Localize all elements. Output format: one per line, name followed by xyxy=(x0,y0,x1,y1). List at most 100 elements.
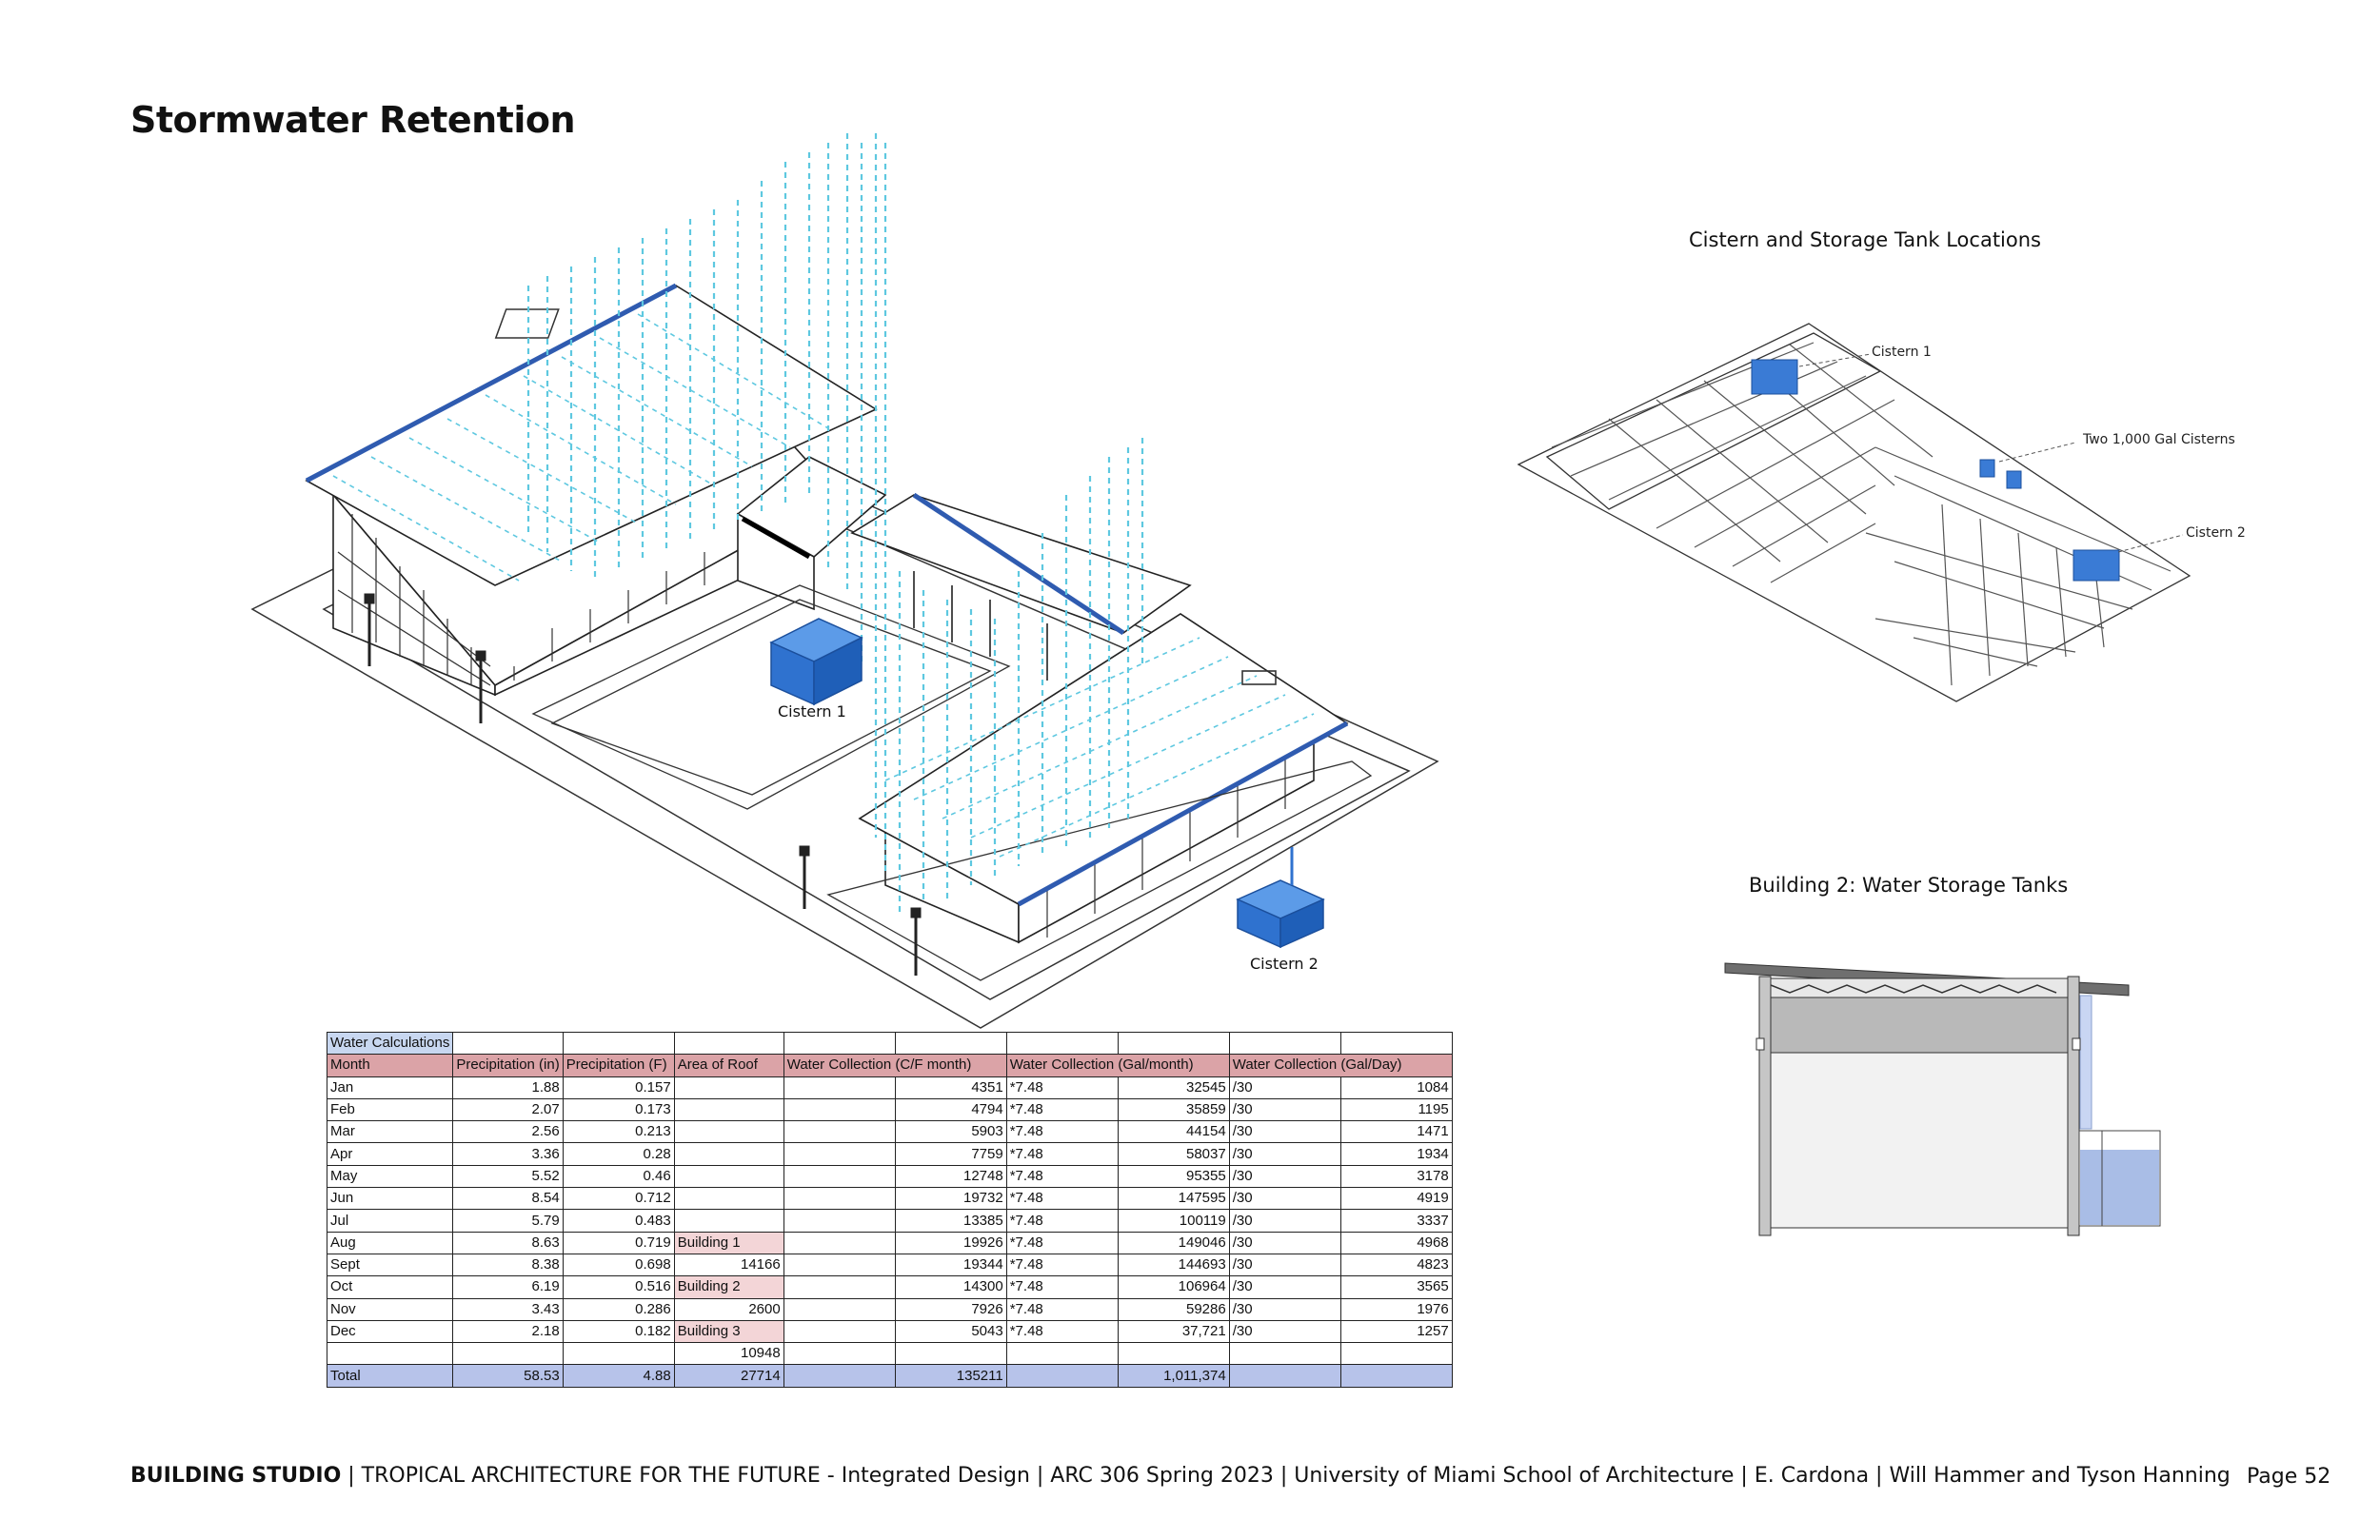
table-cell xyxy=(562,1342,675,1366)
table-cell: 1934 xyxy=(1339,1142,1453,1166)
table-cell: Sept xyxy=(326,1253,454,1277)
table-cell: 1471 xyxy=(1339,1120,1453,1144)
table-cell xyxy=(783,1209,896,1233)
table-cell: Jul xyxy=(326,1209,454,1233)
table-cell: /30 xyxy=(1228,1187,1341,1211)
table-cell xyxy=(783,1319,896,1344)
table-cell: May xyxy=(326,1164,454,1189)
table-cell: 2.18 xyxy=(452,1319,564,1344)
header-cell: Precipitation (F) xyxy=(562,1054,675,1077)
table-header-row: Month Precipitation (in) Precipitation (… xyxy=(326,1054,1453,1077)
footer-course-info: | TROPICAL ARCHITECTURE FOR THE FUTURE -… xyxy=(341,1464,2231,1488)
total-cell xyxy=(783,1364,896,1388)
table-cell xyxy=(783,1297,896,1321)
table-cell: 19926 xyxy=(894,1231,1007,1254)
table-cell: 0.213 xyxy=(562,1120,675,1144)
table-cell: /30 xyxy=(1228,1120,1341,1144)
water-calculations-table: Water Calculations Month Precipitation (… xyxy=(326,1031,1453,1388)
table-cell xyxy=(1339,1342,1453,1366)
table-cell: 1.88 xyxy=(452,1076,564,1099)
table-cell: /30 xyxy=(1228,1097,1341,1122)
cistern-2-shape xyxy=(1236,847,1325,949)
total-cell: 58.53 xyxy=(452,1364,564,1388)
canopy xyxy=(850,492,1192,681)
table-cell: 0.28 xyxy=(562,1142,675,1166)
table-cell: *7.48 xyxy=(1005,1142,1119,1166)
table-cell: /30 xyxy=(1228,1297,1341,1321)
table-cell: 95355 xyxy=(1117,1164,1230,1189)
footer: BUILDING STUDIO | TROPICAL ARCHITECTURE … xyxy=(130,1464,2231,1488)
table-cell: 106964 xyxy=(1117,1275,1230,1299)
table-cell: 0.182 xyxy=(562,1319,675,1344)
table-cell xyxy=(783,1342,896,1366)
table-cell xyxy=(894,1342,1007,1366)
total-cell: 4.88 xyxy=(562,1364,675,1388)
table-cell xyxy=(1005,1342,1119,1366)
table-cell: 3.36 xyxy=(452,1142,564,1166)
table-cell: 0.483 xyxy=(562,1209,675,1233)
table-cell: 1257 xyxy=(1339,1319,1453,1344)
table-cell: 2.56 xyxy=(452,1120,564,1144)
plan-cistern-2-label: Cistern 2 xyxy=(2186,525,2246,541)
total-cell: 135211 xyxy=(894,1364,1007,1388)
table-cell xyxy=(783,1187,896,1211)
table-cell: 35859 xyxy=(1117,1097,1230,1122)
plan-leader-lines xyxy=(1798,353,2184,553)
total-cell xyxy=(1005,1364,1119,1388)
table-cell: 6.19 xyxy=(452,1275,564,1299)
table-cell: 4968 xyxy=(1339,1231,1453,1254)
table-cell xyxy=(783,1275,896,1299)
table-row: 10948 xyxy=(326,1342,1453,1366)
table-cell: Building 1 xyxy=(673,1231,784,1254)
header-cell: Water Collection (C/F month) xyxy=(783,1054,1007,1077)
table-cell: 0.698 xyxy=(562,1253,675,1277)
table-cell: 5903 xyxy=(894,1120,1007,1144)
table-cell: Building 2 xyxy=(673,1275,784,1299)
table-cell xyxy=(783,1231,896,1254)
table-cell xyxy=(783,1076,896,1099)
header-cell: Month xyxy=(326,1054,454,1077)
page-number: Page 52 xyxy=(2247,1465,2331,1489)
table-cell: 1976 xyxy=(1339,1297,1453,1321)
table-title-row: Water Calculations xyxy=(326,1031,1453,1056)
plan-small-cisterns-label: Two 1,000 Gal Cisterns xyxy=(2083,432,2235,447)
cistern-1-shape xyxy=(769,618,863,706)
table-cell: 12748 xyxy=(894,1164,1007,1189)
table-cell: 144693 xyxy=(1117,1253,1230,1277)
total-cell xyxy=(1339,1364,1453,1388)
courtyard-steps xyxy=(531,584,1011,810)
table-cell: 3178 xyxy=(1339,1164,1453,1189)
building-2 xyxy=(858,613,1349,944)
plan-cistern-1 xyxy=(1751,359,1798,395)
table-cell: 8.38 xyxy=(452,1253,564,1277)
header-cell: Area of Roof xyxy=(673,1054,784,1077)
table-cell: /30 xyxy=(1228,1142,1341,1166)
table-cell: 2.07 xyxy=(452,1097,564,1122)
plan-small-cisterns xyxy=(1979,459,2022,489)
storage-tank-section xyxy=(1724,962,2161,1236)
table-cell xyxy=(673,1076,784,1099)
table-cell: Jan xyxy=(326,1076,454,1099)
table-cell: Nov xyxy=(326,1297,454,1321)
table-total-row: Total 58.53 4.88 27714 135211 1,011,374 xyxy=(326,1364,1453,1388)
table-cell: *7.48 xyxy=(1005,1187,1119,1211)
table-title: Water Calculations xyxy=(326,1031,454,1056)
table-cell xyxy=(326,1342,454,1366)
header-cell: Water Collection (Gal/Day) xyxy=(1228,1054,1453,1077)
table-cell: *7.48 xyxy=(1005,1297,1119,1321)
table-cell: Aug xyxy=(326,1231,454,1254)
table-cell: 3337 xyxy=(1339,1209,1453,1233)
header-cell: Water Collection (Gal/month) xyxy=(1005,1054,1230,1077)
table-cell: 10948 xyxy=(673,1342,784,1366)
table-cell: 7759 xyxy=(894,1142,1007,1166)
table-cell: 0.157 xyxy=(562,1076,675,1099)
plan-cistern-1-label: Cistern 1 xyxy=(1872,345,1932,360)
table-cell: Apr xyxy=(326,1142,454,1166)
table-cell: /30 xyxy=(1228,1209,1341,1233)
